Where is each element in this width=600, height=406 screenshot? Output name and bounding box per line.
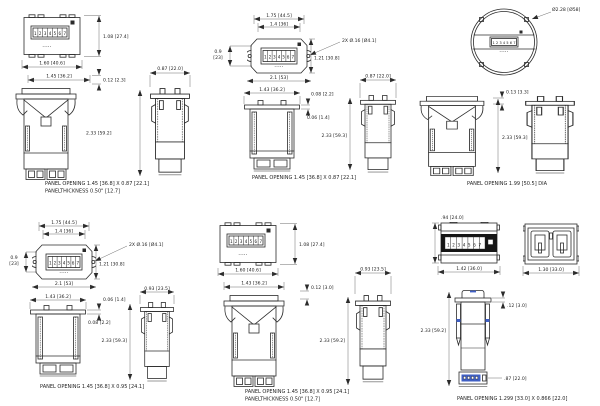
side-view — [526, 96, 575, 173]
side-view — [151, 89, 190, 175]
side-view — [455, 291, 491, 387]
dimension-lines — [21, 15, 191, 176]
dimension-lines — [493, 11, 552, 173]
mounted-body-view — [245, 101, 300, 172]
dim-label-total-width: 2.1 [53] — [270, 75, 288, 81]
counter-digits: 1234567 — [493, 41, 516, 45]
counter-digits: 1234567 — [34, 31, 66, 36]
panel-opening-caption: PANEL OPENING 1.299 [33.0] X 0.866 [22.0… — [457, 396, 567, 402]
dim-label-left-a: 0.9 — [10, 255, 17, 261]
dim-label-bottom-width: .87 [22.0] — [504, 376, 527, 382]
dim-label-gap: 0.06 [1.4] — [307, 115, 330, 121]
dim-label-bezel-lip: 0.12 [2.3] — [103, 78, 126, 84]
brand-mark: ••••• — [499, 51, 508, 54]
dim-label-side-width: 0.87 [22.0] — [365, 74, 391, 80]
dim-label-width: 1.60 [40.6] — [39, 61, 65, 67]
dim-label-flange-width: 1.43 [36.2] — [45, 294, 71, 300]
drawing-group-rect-counter-b: 1234567 ••••• 1.08 [27.4] 1.60 [40.6] 0.… — [217, 210, 392, 403]
dim-label-left-b: [23] — [213, 55, 223, 61]
dim-label-outer-width: 1.75 [44.5] — [51, 220, 77, 226]
dim-label-height: 1.08 [27.4] — [103, 34, 129, 40]
front-view — [24, 15, 80, 57]
panel-thickness-caption: PANELTHICKNESS 0.50" [12.7] — [45, 189, 120, 195]
dim-label-side-width: 0.87 [22.0] — [157, 66, 183, 72]
dimension-lines — [23, 222, 175, 380]
back-view — [523, 224, 579, 264]
dimension-lines — [227, 15, 397, 170]
dim-label-flange-lip: 0.08 [2.2] — [88, 320, 111, 326]
mounted-body-view — [31, 306, 86, 377]
dimension-lines — [217, 223, 392, 385]
panel-opening-caption: PANEL OPENING 1.45 [36.8] X 0.95 [24.1] — [245, 389, 349, 395]
counter-digits: 1234567 — [230, 239, 262, 244]
panel-opening-caption: PANEL OPENING 1.45 [36.8] X 0.95 [24.1] — [40, 384, 144, 390]
dim-label-inner-width: 1.4 [36] — [270, 22, 288, 28]
dim-label-height: 1.21 [30.8] — [314, 56, 340, 62]
dim-label-side-width: 0.93 [23.5] — [360, 267, 386, 273]
counter-digits: 1234567 — [49, 261, 79, 266]
drawing-group-round-counter: 1234567 ••••• Ø2.28 [Ø58] 0.13 [3.3] 2.3… — [405, 6, 581, 187]
dim-label-gap: 0.06 [1.4] — [103, 297, 126, 303]
panel-opening-caption: PANEL OPENING 1.99 [50.5] DIA — [467, 181, 548, 187]
dim-label-depth: 2.33 [59.2] — [319, 338, 345, 344]
brand-mark: ••••• — [274, 66, 283, 69]
counter-digits: 1234567 — [447, 242, 481, 247]
dim-label-holes: 2X Ø.16 [Ø4.1] — [129, 241, 164, 248]
drawing-group-hex-counter-b: 1234567 ••••• 1.75 [44.5] 1.4 [36] 0.9 [… — [9, 220, 175, 390]
drawing-group-rect-counter-a: 1234567 ••••• 1.08 [27.4] 1.60 [40.6] 1.… — [0, 0, 191, 195]
dim-label-height: 1.21 [30.8] — [99, 262, 125, 268]
dim-label-lip: .12 [3.0] — [507, 303, 527, 309]
dim-label-height: 1.08 [27.4] — [299, 242, 325, 248]
dim-label-bezel-lip: 0.12 [3.0] — [311, 285, 334, 291]
dim-label-total-width: 2.1 [53] — [55, 281, 73, 287]
panel-opening-caption: PANEL OPENING 1.45 [36.8] X 0.87 [22.1] — [45, 181, 149, 187]
side-view — [140, 303, 173, 382]
dim-label-flange-width: 1.43 [36.2] — [241, 281, 267, 287]
panel-opening-caption: PANEL OPENING 1.45 [36.8] X 0.87 [22.1] — [252, 175, 356, 181]
panel-thickness-caption: PANELTHICKNESS 0.50" [12.7] — [245, 397, 320, 403]
dim-label-inner-width: 1.4 [36] — [55, 229, 73, 235]
dim-label-depth: 2.33 [59.3] — [321, 133, 347, 139]
dim-label-left-b: [23] — [9, 261, 19, 267]
dim-label-width: 1.60 [40.6] — [235, 268, 261, 274]
mounted-front-view — [420, 96, 484, 175]
brand-mark: ••••• — [42, 46, 51, 49]
counter-digits: 1234567 — [264, 55, 294, 60]
mounted-front-view — [224, 296, 284, 387]
dim-label-flange-lip: 0.08 [2.2] — [311, 92, 334, 98]
dim-label-flange-width: 1.43 [36.2] — [259, 87, 285, 93]
dim-label-depth: 2.33 [59.3] — [101, 338, 127, 344]
front-view — [220, 223, 276, 265]
dim-label-depth: 2.33 [59.2] — [86, 131, 112, 137]
dim-label-outer-width: 1.75 [44.5] — [266, 13, 292, 19]
brand-mark: ••••• — [59, 272, 68, 275]
brand-mark: ••••• — [238, 254, 247, 257]
dim-label-holes: 2X Ø.16 [Ø4.1] — [342, 37, 377, 44]
dim-label-lip: 0.13 [3.3] — [506, 90, 529, 96]
dimension-lines — [432, 222, 580, 386]
dim-label-depth: 2.33 [59.2] — [420, 328, 446, 334]
drawing-group-hex-counter-a: 1234567 ••••• 1.75 [44.5] 1.4 [36] 0.9 [… — [213, 13, 397, 181]
dim-label-left-a: 0.9 — [214, 49, 221, 55]
dim-label-height: .94 [24.0] — [441, 215, 464, 221]
mounted-front-view — [16, 89, 76, 180]
drawing-group-compact-counter: 1234567 .94 [24.0] 1.42 [36.0] 1.30 [33.… — [420, 215, 580, 402]
dim-label-side-width: 0.93 [23.5] — [144, 286, 170, 292]
side-view — [356, 296, 391, 382]
dim-label-bezel-width: 1.45 [36.2] — [46, 74, 72, 80]
side-view — [361, 95, 396, 172]
dim-label-back-width: 1.30 [33.0] — [538, 267, 564, 273]
dim-label-front-width: 1.42 [36.0] — [456, 266, 482, 272]
dim-label-depth: 2.33 [59.3] — [502, 135, 528, 141]
dim-label-diameter: Ø2.28 [Ø58] — [552, 6, 581, 13]
